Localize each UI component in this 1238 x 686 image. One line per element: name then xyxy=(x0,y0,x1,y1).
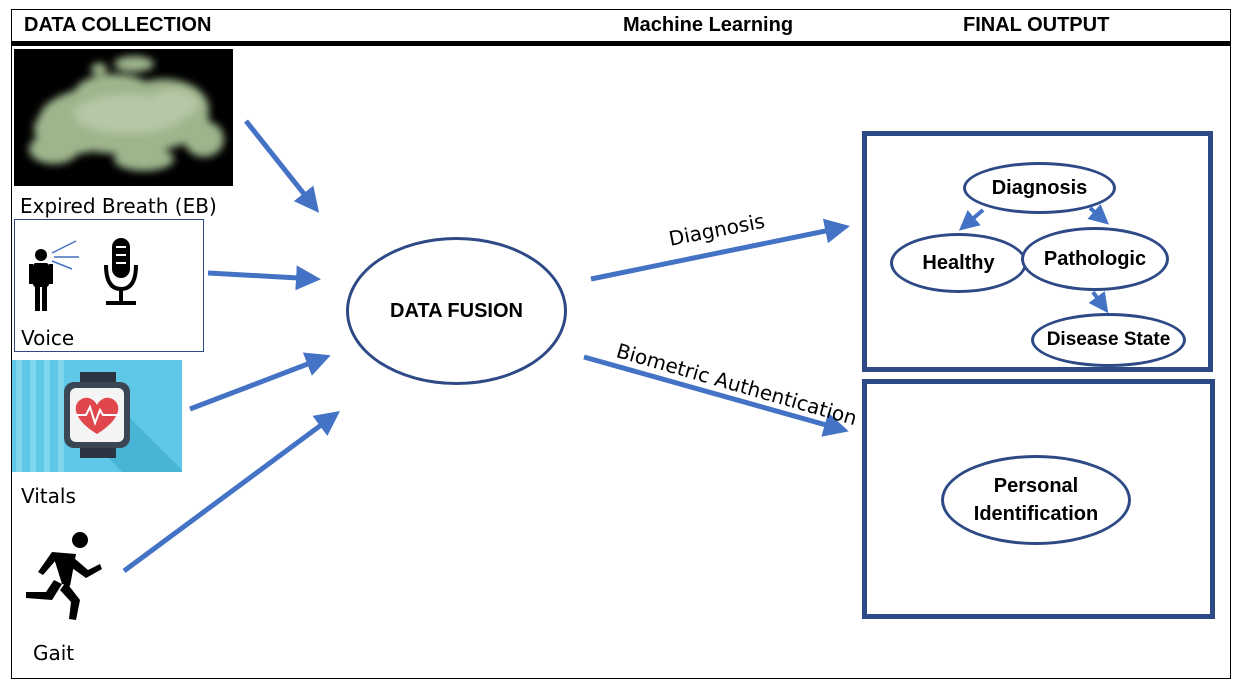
label-expired-breath: Expired Breath (EB) xyxy=(20,194,217,218)
data-fusion-node: DATA FUSION xyxy=(346,237,567,385)
arrow-breath-to-fusion xyxy=(244,119,320,213)
identification-output-box xyxy=(862,379,1215,619)
healthy-node: Healthy xyxy=(890,233,1027,293)
runner-icon xyxy=(26,532,102,620)
speaker-person-icon xyxy=(29,240,79,311)
smartwatch-heart-icon xyxy=(12,360,182,472)
expired-breath-image xyxy=(14,49,233,186)
arrow-gait-to-fusion xyxy=(122,411,341,574)
arrow-voice-to-fusion xyxy=(207,265,321,291)
arrow-pathologic-to-disease xyxy=(1088,290,1109,314)
microphone-icon xyxy=(104,238,138,305)
disease-state-node: Disease State xyxy=(1031,313,1186,367)
voice-panel xyxy=(14,219,204,352)
label-vitals: Vitals xyxy=(21,484,76,508)
healthy-label: Healthy xyxy=(922,251,995,274)
label-voice: Voice xyxy=(21,326,75,350)
arrow-fusion-to-diagnosis xyxy=(590,218,850,282)
pathologic-node: Pathologic xyxy=(1021,227,1169,291)
data-fusion-label: DATA FUSION xyxy=(390,299,523,322)
arrow-diagnosis-to-pathologic xyxy=(1087,203,1110,225)
arrow-vitals-to-fusion xyxy=(189,352,331,412)
arrow-diagnosis-to-healthy xyxy=(958,208,985,231)
label-gait: Gait xyxy=(33,641,75,665)
header-machine-learning: Machine Learning xyxy=(623,14,794,36)
diagram-frame xyxy=(11,9,1231,679)
personal-identification-node: Personal Identification xyxy=(941,455,1131,545)
diagnosis-output-box xyxy=(862,131,1213,372)
arrow-fusion-to-biometric xyxy=(583,354,849,437)
diagnosis-root-node: Diagnosis xyxy=(963,162,1116,214)
header-final-output: FINAL OUTPUT xyxy=(963,14,1110,36)
header-rule xyxy=(11,41,1231,46)
disease-state-label: Disease State xyxy=(1046,329,1171,350)
personal-identification-line1: Personal xyxy=(993,475,1079,497)
pathologic-label: Pathologic xyxy=(1043,247,1147,270)
header-data-collection: DATA COLLECTION xyxy=(24,14,212,36)
diagnosis-root-label: Diagnosis xyxy=(991,176,1088,199)
personal-identification-line2: Identification xyxy=(973,503,1099,525)
